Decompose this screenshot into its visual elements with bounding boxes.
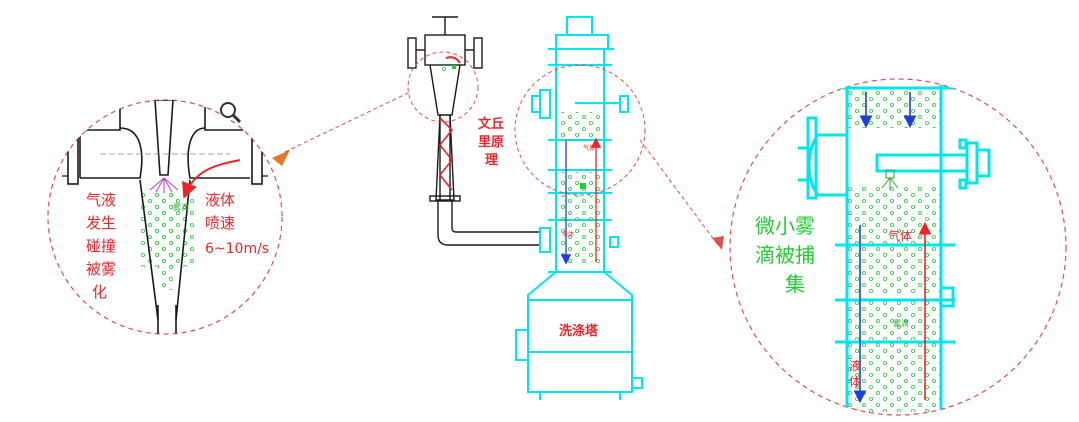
tower-droplets-lower [558, 195, 602, 265]
right-zoom-detail: 气体 雾滴 液 体 微小雾 滴被捕 集 [729, 78, 1067, 416]
droplet-capture-text: 微小雾 滴被捕 集 [755, 214, 815, 296]
svg-text:化: 化 [92, 283, 107, 301]
pointer-arrow-icon [272, 150, 290, 166]
tower-droplets-upper [558, 112, 602, 140]
tower-droplets-mid [558, 172, 602, 192]
venturi-scrubber [407, 16, 540, 246]
tower-zoom-ring [514, 64, 646, 196]
svg-text:滴被捕: 滴被捕 [755, 243, 815, 267]
svg-text:碰撞: 碰撞 [86, 237, 116, 255]
right-liquid-label: 液 体 [849, 358, 861, 389]
venturi-principle-label: 文丘 里原 理 [478, 116, 504, 168]
svg-text:文丘: 文丘 [478, 116, 504, 132]
svg-text:发生: 发生 [86, 214, 116, 232]
right-droplet-small-label: 雾滴 [893, 318, 909, 328]
svg-text:集: 集 [785, 272, 805, 296]
svg-text:理: 理 [485, 153, 498, 168]
connector-line-left [284, 91, 411, 153]
right-gas-label: 气体 [888, 228, 912, 243]
svg-text:体: 体 [849, 375, 861, 389]
svg-text:液体: 液体 [205, 191, 235, 209]
svg-text:液: 液 [849, 358, 861, 373]
svg-text:6~10m/s: 6~10m/s [205, 241, 269, 257]
magnifier-icon [220, 102, 242, 124]
svg-text:气液: 气液 [86, 191, 116, 209]
svg-text:里原: 里原 [478, 135, 504, 150]
svg-text:喷速: 喷速 [205, 214, 235, 232]
venturi-zoom-ring [407, 51, 479, 123]
connector-line-right [639, 139, 719, 246]
spray-speed-text: 液体 喷速 6~10m/s [205, 191, 269, 257]
left-zoom-detail: 雾滴 气液 发生 碰撞 被雾 化 液体 喷速 6~10m/s [47, 99, 290, 335]
tower-gas-small-label: 气体 [583, 144, 595, 152]
connector-arrow-icon [712, 236, 724, 250]
washing-tower-label: 洗涤塔 [559, 323, 599, 339]
collision-text: 气液 发生 碰撞 被雾 化 [86, 191, 116, 301]
left-small-droplet-label: 雾滴 [173, 202, 189, 212]
tower-liquid-small-label: 液体 [562, 230, 574, 238]
venturi-flow-path [438, 117, 454, 191]
svg-text:微小雾: 微小雾 [755, 214, 815, 238]
svg-text:被雾: 被雾 [86, 260, 116, 278]
